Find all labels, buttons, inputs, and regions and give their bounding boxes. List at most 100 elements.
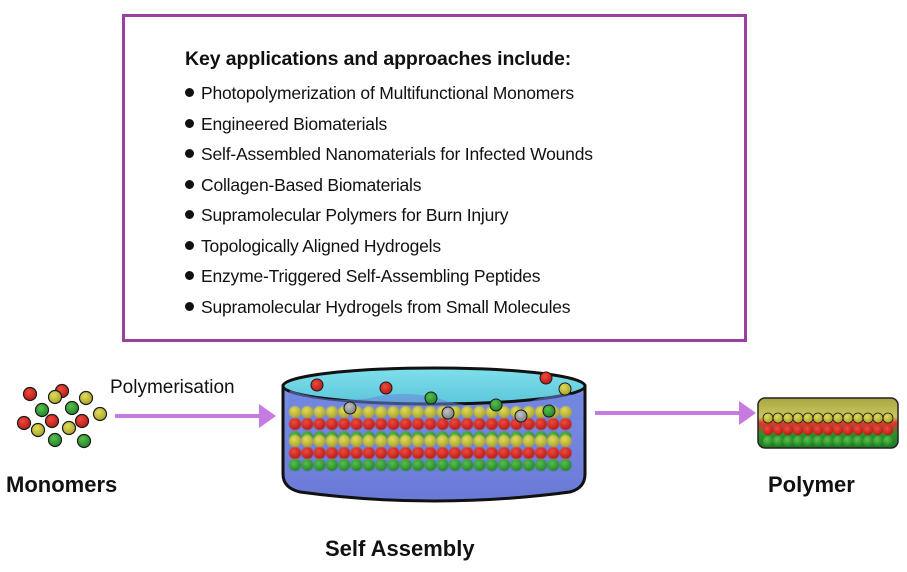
layer-particle <box>399 435 412 447</box>
layer-particle <box>301 418 314 430</box>
bullet-icon <box>185 271 194 280</box>
layer-particle <box>547 418 560 430</box>
layer-particle <box>313 406 326 418</box>
polymerisation-arrow <box>115 404 276 428</box>
polymer-block <box>757 397 899 449</box>
floating-particle <box>424 391 438 405</box>
layer-particle <box>375 418 388 430</box>
polymer-bead <box>792 435 804 447</box>
layer-particle <box>424 447 437 459</box>
polymer-bead <box>872 435 884 447</box>
layer-particle <box>289 418 301 430</box>
polymer-bead <box>842 435 854 447</box>
layer-particle <box>301 459 314 471</box>
layer-particle <box>301 447 314 459</box>
layer-particle <box>362 435 375 447</box>
monomer-particle <box>34 402 50 418</box>
polymer-bead <box>812 412 824 424</box>
layer-particle <box>436 418 449 430</box>
layer-particle <box>448 447 461 459</box>
layer-particle <box>473 447 486 459</box>
polymer-bead <box>812 435 824 447</box>
polymer-bead <box>762 424 774 436</box>
polymer-bead <box>822 424 834 436</box>
layer-particle <box>485 459 498 471</box>
list-item: Engineered Biomaterials <box>185 109 593 140</box>
polymer-bead <box>792 424 804 436</box>
layer-particle <box>412 447 424 459</box>
layer-particle <box>559 435 572 447</box>
layer-particle <box>362 406 375 418</box>
layer-particle <box>424 406 437 418</box>
polymer-bead <box>882 435 894 447</box>
layer-particle <box>436 459 449 471</box>
monomer-particle <box>30 422 46 438</box>
layer-particle <box>424 459 437 471</box>
polymer-bead <box>832 412 844 424</box>
bullet-icon <box>185 179 194 189</box>
layer-particle <box>289 435 301 447</box>
polymer-bead <box>852 424 864 436</box>
monomer-particle <box>16 415 32 431</box>
monomer-particle <box>78 390 94 406</box>
layer-particle <box>485 447 498 459</box>
floating-monomers <box>310 371 572 423</box>
applications-list: Photopolymerization of Multifunctional M… <box>185 78 593 322</box>
layer-particle <box>559 406 572 418</box>
layer-particle <box>325 406 338 418</box>
polymer-bead <box>882 424 894 436</box>
assembly-to-polymer-arrow <box>595 401 756 425</box>
layer-particle <box>399 418 412 430</box>
layer-particle <box>338 447 351 459</box>
layer-particle <box>387 418 400 430</box>
polymer-bead <box>832 435 844 447</box>
monomer-particle <box>74 413 90 429</box>
list-item: Supramolecular Hydrogels from Small Mole… <box>185 292 593 323</box>
layer-particle <box>473 406 486 418</box>
polymer-beads <box>762 412 894 447</box>
polymer-bead <box>872 412 884 424</box>
assembled-layers <box>289 406 572 471</box>
floating-particle <box>489 398 503 412</box>
layer-particle <box>313 418 326 430</box>
floating-particle <box>539 371 553 385</box>
monomers-label: Monomers <box>6 472 118 497</box>
layer-particle <box>375 435 388 447</box>
floating-particle <box>379 381 393 395</box>
layer-particle <box>338 418 351 430</box>
polymer-bead <box>792 412 804 424</box>
layer-particle <box>547 459 560 471</box>
polymer-bead <box>842 424 854 436</box>
layer-particle <box>325 418 338 430</box>
self-assembly-label: Self Assembly <box>325 536 475 561</box>
layer-particle <box>362 459 375 471</box>
bullet-icon <box>185 301 194 311</box>
layer-particle <box>289 406 301 418</box>
list-item: Supramolecular Polymers for Burn Injury <box>185 200 593 231</box>
floating-particle <box>514 409 528 423</box>
polymer-bead <box>772 412 784 424</box>
layer-particle <box>559 459 572 471</box>
layer-particle <box>547 435 560 447</box>
layer-particle <box>412 406 424 418</box>
polymer-bead <box>762 412 774 424</box>
layer-particle <box>301 406 314 418</box>
polymer-bead <box>802 412 814 424</box>
polymer-bead <box>862 424 874 436</box>
layer-particle <box>535 435 547 447</box>
self-assembly-dish <box>281 366 587 503</box>
layer-particle <box>498 435 511 447</box>
layer-particle <box>289 447 301 459</box>
layer-particle <box>338 435 351 447</box>
layer-particle <box>387 459 400 471</box>
layer-particle <box>448 435 461 447</box>
layer-particle <box>350 459 363 471</box>
polymer-bead <box>782 412 794 424</box>
layer-particle <box>522 435 535 447</box>
monomer-particle <box>47 389 63 405</box>
layer-particle <box>375 459 388 471</box>
polymer-bead <box>852 412 864 424</box>
list-item: Collagen-Based Biomaterials <box>185 170 593 201</box>
layer-particle <box>535 447 547 459</box>
